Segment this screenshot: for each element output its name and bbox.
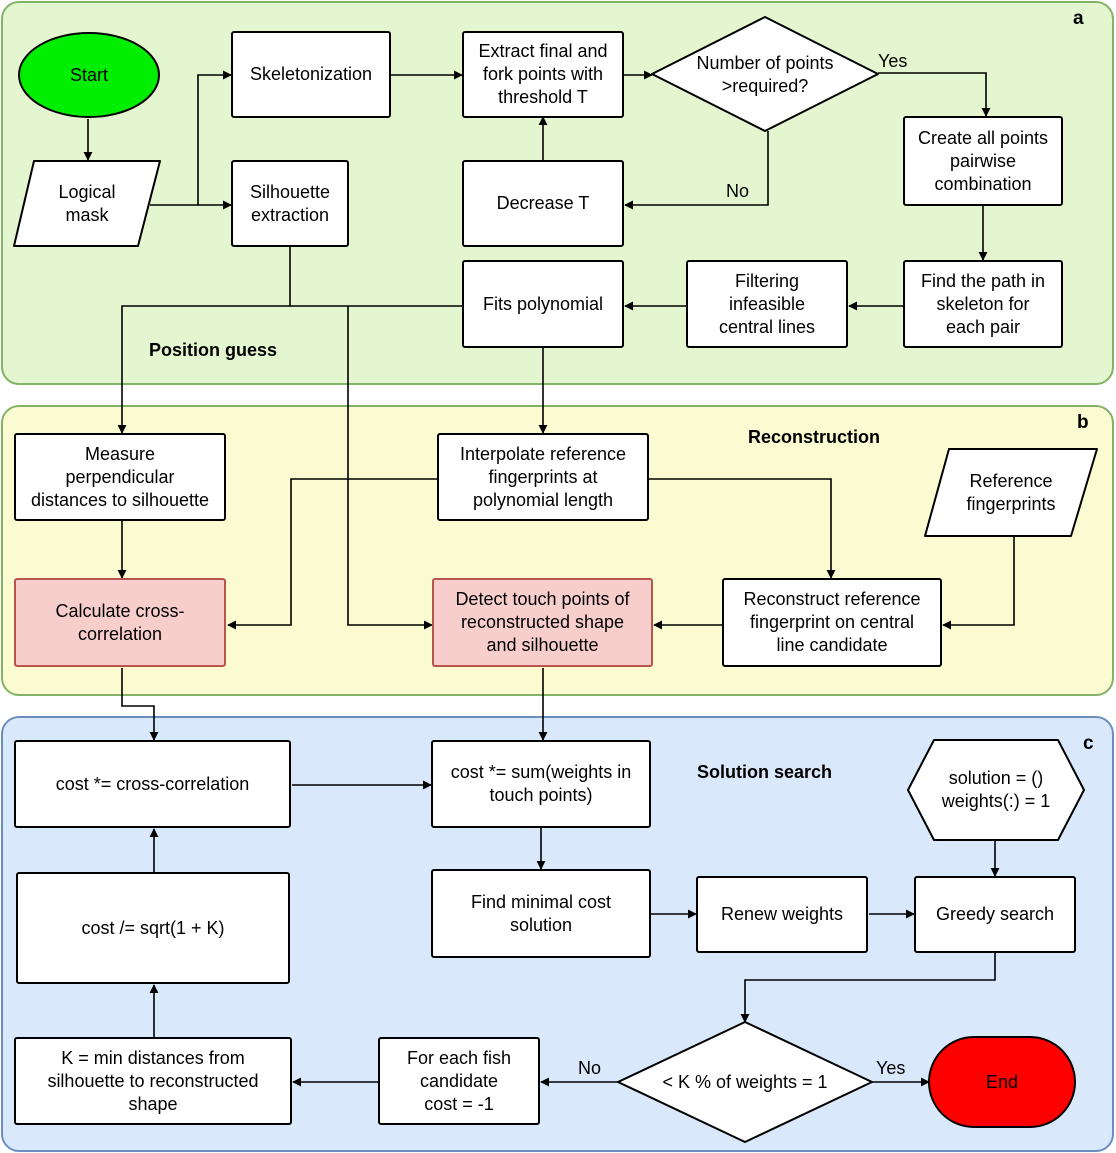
edge-label-no-top: No	[726, 181, 750, 201]
panel-title-reconstruction: Reconstruction	[748, 427, 881, 447]
interpolate-box: Interpolate reference fingerprints at po…	[437, 433, 649, 521]
find-path-box: Find the path in skeleton for each pair	[903, 260, 1063, 348]
end-label: End	[985, 1071, 1019, 1092]
panel-title-solution-search: Solution search	[697, 762, 833, 782]
edge-label-no-bottom: No	[578, 1058, 602, 1078]
measure-perpendicular-box: Measure perpendicular distances to silho…	[14, 433, 226, 521]
reconstruct-reference-box: Reconstruct reference fingerprint on cen…	[722, 578, 942, 667]
extract-points-box: Extract final and fork points with thres…	[462, 31, 624, 118]
decision-k-percent-label: < K % of weights = 1	[662, 1071, 828, 1092]
start-label: Start	[69, 64, 108, 85]
solution-init-hexagon	[907, 739, 1085, 841]
for-each-fish-box: For each fish candidate cost = -1	[378, 1037, 540, 1125]
cost-sqrt-box: cost /= sqrt(1 + K)	[16, 872, 290, 984]
end-terminal	[928, 1036, 1076, 1128]
k-min-distances-box: K = min distances from silhouette to rec…	[14, 1037, 292, 1125]
edge-decision-no	[624, 131, 769, 210]
solution-init-label: solution = () weights(:) = 1	[941, 768, 1051, 811]
edge-label-yes-top: Yes	[878, 51, 908, 71]
edge-decision-yes	[878, 72, 991, 117]
edge-mask-to-skeletonization	[150, 70, 232, 206]
edge-reference-to-reconstruct	[942, 536, 1015, 630]
create-pairs-box: Create all points pairwise combination	[903, 116, 1063, 206]
edge-greedy-to-decision	[740, 953, 996, 1023]
skeletonization-box: Skeletonization	[231, 31, 391, 118]
edge-label-yes-bottom: Yes	[876, 1058, 906, 1078]
edge-to-measure	[117, 305, 290, 434]
edge-silhouette-branch	[289, 246, 462, 307]
find-minimal-cost-box: Find minimal cost solution	[431, 869, 651, 958]
logical-mask-parallelogram	[13, 160, 161, 247]
panel-letter-a: a	[1073, 8, 1084, 29]
panel-title-position-guess: Position guess	[149, 340, 278, 360]
decrease-t-box: Decrease T	[462, 160, 624, 247]
fits-polynomial-box: Fits polynomial	[462, 260, 624, 348]
edge-to-detect-left	[347, 306, 433, 630]
silhouette-extraction-box: Silhouette extraction	[231, 160, 349, 247]
panel-letter-c: c	[1083, 733, 1094, 754]
start-terminal	[18, 32, 160, 118]
calculate-cross-correlation-box: Calculate cross- correlation	[14, 578, 226, 667]
cost-sum-weights-box: cost *= sum(weights in touch points)	[431, 740, 651, 828]
edge-interpolate-to-reconstruct	[649, 478, 836, 579]
decision-number-of-points-label: Number of points >required?	[696, 53, 834, 96]
renew-weights-box: Renew weights	[696, 876, 868, 953]
reference-fingerprints-parallelogram	[924, 448, 1098, 537]
logical-mask-label: Logical mask	[58, 182, 116, 225]
reference-fingerprints-label: Reference fingerprints	[966, 471, 1056, 514]
edge-calc-to-cost-cc	[121, 668, 159, 741]
edge-interpolate-to-calc	[227, 478, 437, 630]
detect-touch-points-box: Detect touch points of reconstructed sha…	[432, 578, 653, 667]
cost-cross-correlation-box: cost *= cross-correlation	[14, 740, 291, 828]
decision-number-of-points	[651, 16, 879, 132]
filtering-box: Filtering infeasible central lines	[686, 260, 848, 348]
greedy-search-box: Greedy search	[914, 876, 1076, 953]
panel-letter-b: b	[1077, 412, 1089, 433]
decision-k-percent	[617, 1021, 873, 1143]
